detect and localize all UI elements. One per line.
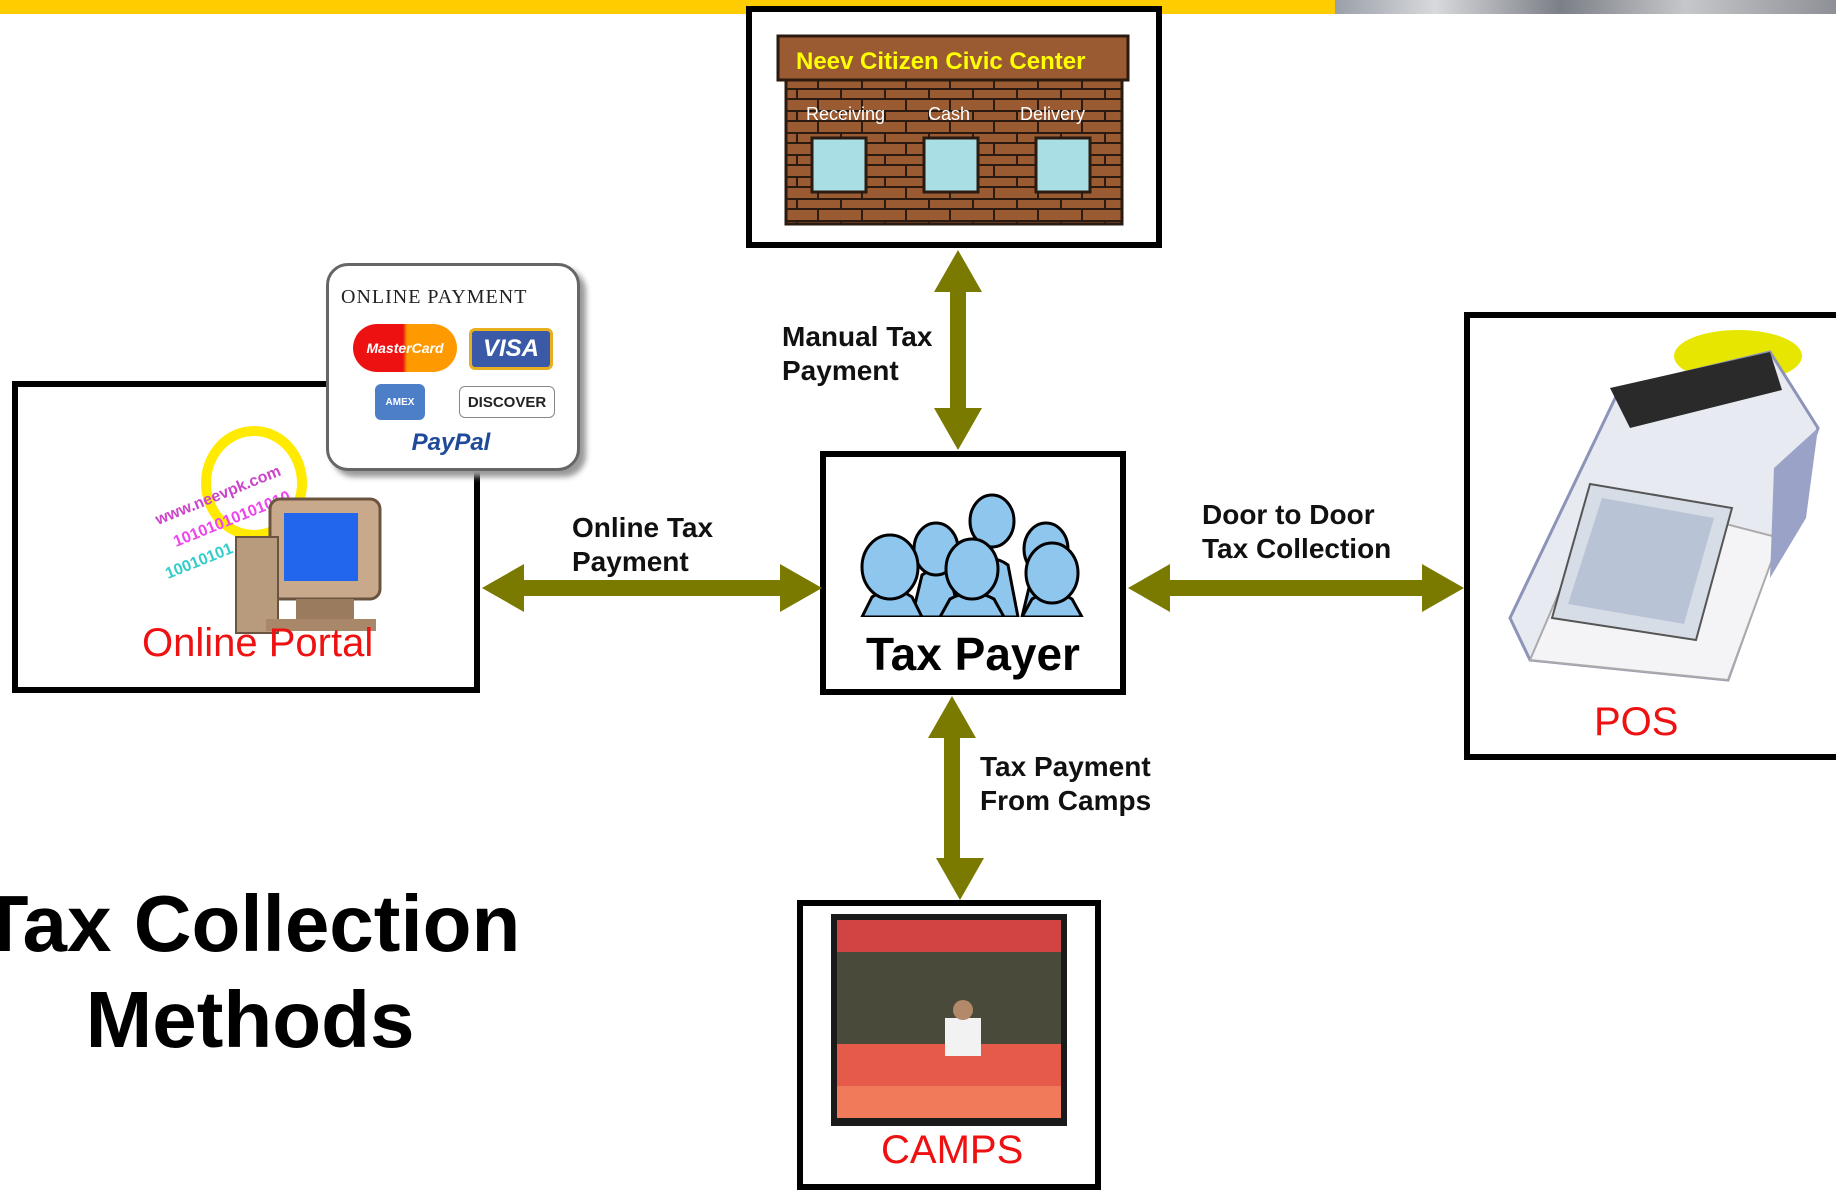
camps-box: CAMPS — [797, 900, 1101, 1190]
edge-label-online: Online Tax Payment — [572, 512, 714, 577]
mastercard-logo: MasterCard — [353, 324, 457, 372]
civic-center-box: Neev Citizen Civic Center Receiving Cash… — [746, 6, 1162, 248]
amex-logo: AMEX — [375, 384, 425, 420]
computer-icon: www.neevpk.com 10101010101010 10010101 — [152, 426, 382, 634]
pos-terminal-icon — [1508, 330, 1820, 682]
discover-logo: DISCOVER — [459, 386, 555, 418]
diagram-title: Tax Collection Methods — [0, 879, 521, 1064]
header-photo-strip — [1335, 0, 1836, 14]
online-payment-heading: ONLINE PAYMENT — [341, 286, 528, 308]
counter-label-receiving: Receiving — [806, 104, 886, 124]
camp-photo-icon — [831, 914, 1067, 1126]
counter-label-cash: Cash — [928, 104, 971, 124]
arrow-manual-payment — [934, 250, 982, 450]
arrow-door-to-door — [1128, 564, 1464, 612]
portal-binary-text-2: 10010101 — [163, 540, 235, 582]
edge-label-camps: Tax Payment From Camps — [980, 751, 1152, 816]
pos-box: POS — [1464, 312, 1836, 760]
tax-payer-box: Tax Payer — [820, 451, 1126, 695]
civic-center-building-icon — [776, 34, 1130, 226]
people-group-icon — [860, 493, 1084, 617]
pos-label: POS — [1594, 700, 1679, 744]
counter-label-delivery: Delivery — [1020, 104, 1086, 124]
camps-label: CAMPS — [881, 1128, 1024, 1172]
edge-label-door: Door to Door Tax Collection — [1202, 499, 1392, 564]
arrow-camps-payment — [928, 696, 984, 900]
online-payment-card: ONLINE PAYMENT MasterCard VISA AMEX DISC… — [326, 263, 580, 471]
paypal-logo: PayPal — [389, 426, 513, 460]
online-portal-label: Online Portal — [142, 621, 374, 665]
civic-center-name: Neev Citizen Civic Center — [796, 48, 1086, 75]
tax-payer-label: Tax Payer — [866, 628, 1080, 680]
edge-label-manual: Manual Tax Payment — [782, 321, 933, 386]
visa-logo: VISA — [469, 328, 553, 370]
